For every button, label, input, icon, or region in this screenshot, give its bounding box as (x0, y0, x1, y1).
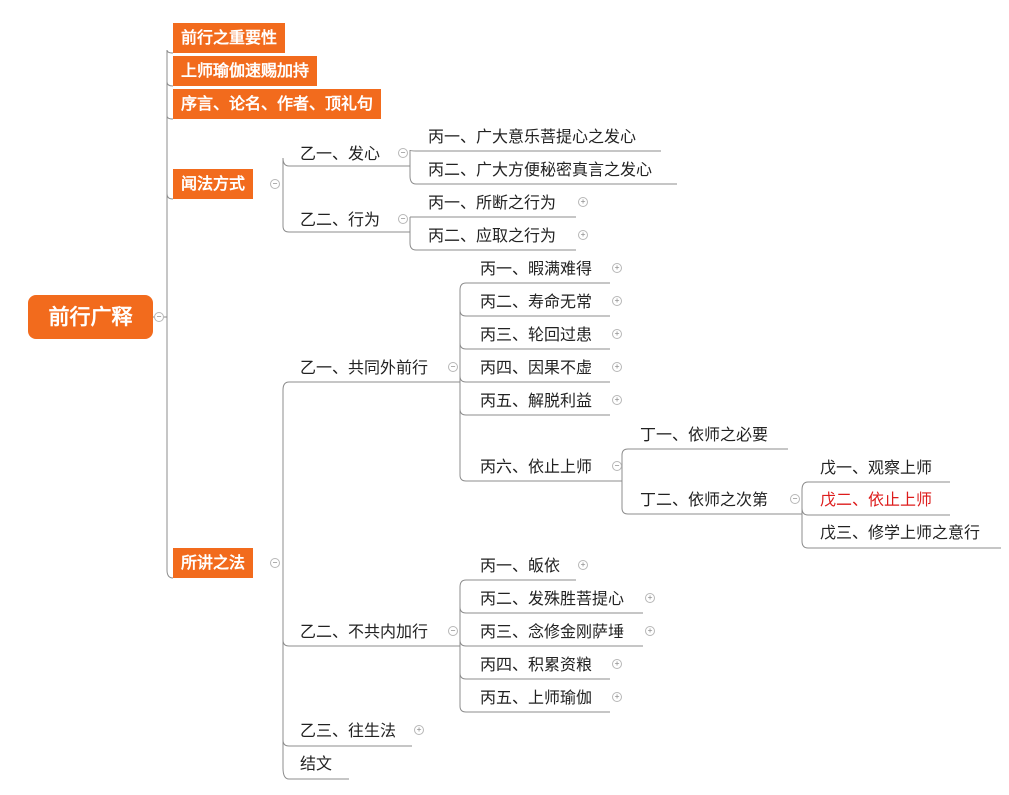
node-preface[interactable]: 序言、论名、作者、顶礼句 (173, 89, 382, 119)
collapse-icon[interactable]: − (398, 214, 408, 224)
collapse-icon[interactable]: − (270, 179, 280, 189)
node-importance[interactable]: 前行之重要性 (173, 23, 286, 53)
node-refuge[interactable]: 丙一、皈依 (480, 556, 561, 575)
expand-icon[interactable]: + (612, 296, 622, 306)
node-accumulation[interactable]: 丙四、积累资粮 (480, 655, 593, 674)
node-teacher-sequence[interactable]: 丁二、依师之次第 (640, 490, 769, 509)
node-supreme-bodhicitta[interactable]: 丙二、发殊胜菩提心 (480, 589, 625, 608)
node-examine-teacher[interactable]: 戊一、观察上师 (820, 458, 933, 477)
node-karma[interactable]: 丙四、因果不虚 (480, 358, 593, 377)
node-samsara-suffering[interactable]: 丙三、轮回过患 (480, 325, 593, 344)
collapse-icon[interactable]: − (790, 494, 800, 504)
node-conduct[interactable]: 乙二、行为 (300, 210, 381, 229)
node-following-teacher[interactable]: 丙六、依止上师 (480, 457, 593, 476)
expand-icon[interactable]: + (612, 659, 622, 669)
collapse-icon[interactable]: − (398, 148, 408, 158)
node-listening-method[interactable]: 闻法方式 (173, 169, 254, 199)
expand-icon[interactable]: + (612, 263, 622, 273)
node-teaching[interactable]: 所讲之法 (173, 548, 254, 578)
expand-icon[interactable]: + (645, 593, 655, 603)
expand-icon[interactable]: + (578, 560, 588, 570)
node-impermanence[interactable]: 丙二、寿命无常 (480, 292, 593, 311)
node-liberation-benefits[interactable]: 丙五、解脱利益 (480, 391, 593, 410)
node-vajrasattva[interactable]: 丙三、念修金刚萨埵 (480, 622, 625, 641)
node-train-teacher-mind[interactable]: 戊三、修学上师之意行 (820, 523, 981, 542)
expand-icon[interactable]: + (612, 362, 622, 372)
node-outer-preliminaries[interactable]: 乙一、共同外前行 (300, 358, 429, 377)
collapse-icon[interactable]: − (154, 312, 164, 322)
node-rely-teacher-selected[interactable]: 戊二、依止上师 (820, 490, 933, 509)
node-bodhicitta-vast-means[interactable]: 丙二、广大方便秘密真言之发心 (428, 160, 653, 179)
expand-icon[interactable]: + (612, 692, 622, 702)
collapse-icon[interactable]: − (612, 461, 622, 471)
root-node[interactable]: 前行广释 (28, 295, 153, 339)
node-inner-preliminaries[interactable]: 乙二、不共内加行 (300, 622, 429, 641)
node-conclusion[interactable]: 结文 (300, 754, 333, 773)
node-conduct-adopt[interactable]: 丙二、应取之行为 (428, 226, 557, 245)
expand-icon[interactable]: + (578, 230, 588, 240)
expand-icon[interactable]: + (578, 197, 588, 207)
node-guru-yoga-blessing[interactable]: 上师瑜伽速赐加持 (173, 56, 318, 86)
node-conduct-abandon[interactable]: 丙一、所断之行为 (428, 193, 557, 212)
collapse-icon[interactable]: − (270, 558, 280, 568)
expand-icon[interactable]: + (612, 395, 622, 405)
node-precious-human-birth[interactable]: 丙一、暇满难得 (480, 259, 593, 278)
collapse-icon[interactable]: − (448, 626, 458, 636)
node-bodhicitta-vast-intention[interactable]: 丙一、广大意乐菩提心之发心 (428, 127, 637, 146)
node-guru-yoga[interactable]: 丙五、上师瑜伽 (480, 688, 593, 707)
expand-icon[interactable]: + (645, 626, 655, 636)
collapse-icon[interactable]: − (448, 362, 458, 372)
expand-icon[interactable]: + (612, 329, 622, 339)
expand-icon[interactable]: + (414, 725, 424, 735)
node-motivation[interactable]: 乙一、发心 (300, 144, 381, 163)
node-phowa[interactable]: 乙三、往生法 (300, 721, 397, 740)
node-teacher-necessity[interactable]: 丁一、依师之必要 (640, 425, 769, 444)
